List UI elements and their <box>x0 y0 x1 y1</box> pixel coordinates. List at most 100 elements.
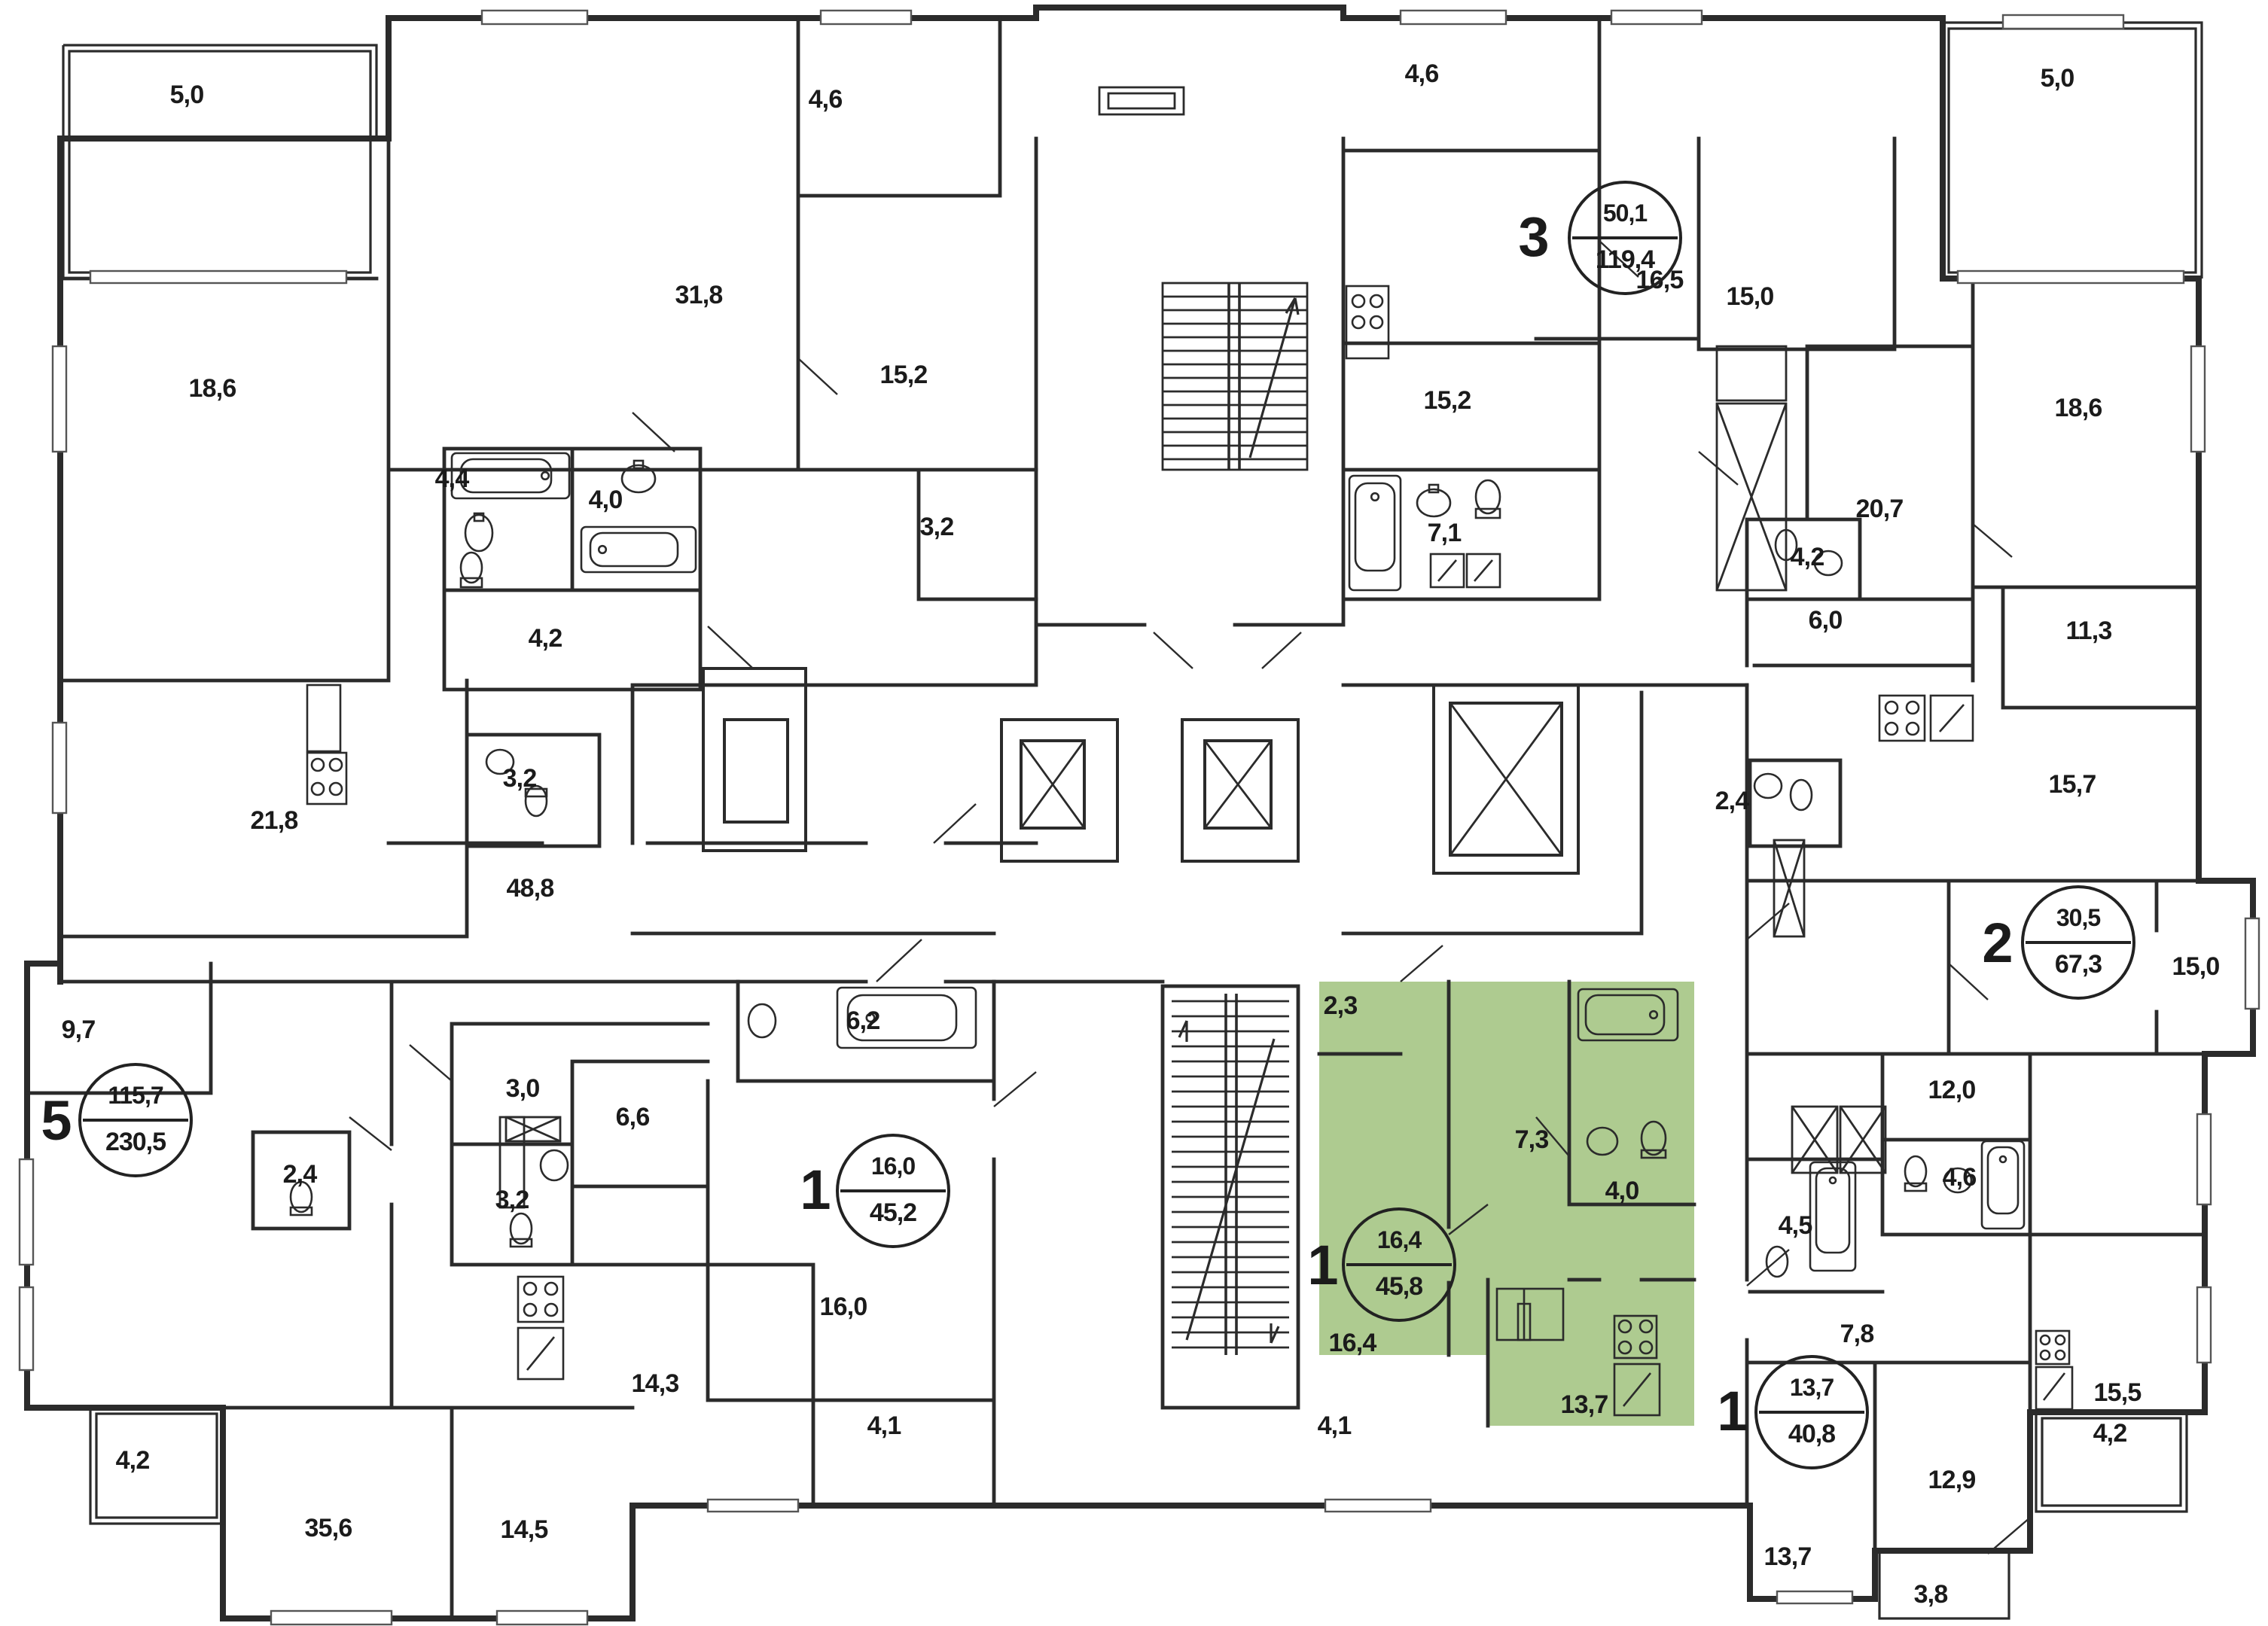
apartment-number: 3 <box>1518 206 1549 268</box>
apartment-area-circle: 50,1 119,4 <box>1568 181 1682 295</box>
apartment-living-area: 16,4 <box>1376 1229 1422 1254</box>
fridge-icon <box>2035 1366 2074 1411</box>
room-area-label: 15,5 <box>2093 1378 2142 1407</box>
fridge-icon <box>1929 694 1974 742</box>
stairwell-top <box>1098 86 1309 471</box>
stove-icon <box>1345 285 1390 360</box>
room-area-label: 12,0 <box>1928 1076 1977 1104</box>
room-area-label: 3,2 <box>495 1186 530 1214</box>
stove-icon <box>517 1275 565 1323</box>
room-area-label: 2,4 <box>282 1160 318 1189</box>
stairwell-bottom <box>1172 994 1289 1355</box>
room-area-label: 5,0 <box>169 81 205 109</box>
apartment-total-area: 119,4 <box>1595 245 1655 274</box>
sink-icon <box>1943 1167 1973 1194</box>
sink-icon <box>620 459 657 494</box>
toilet-icon <box>459 551 483 589</box>
window-marks <box>18 9 2260 1626</box>
kitchen-cabinet <box>1495 1287 1565 1341</box>
apartment-total-area: 45,2 <box>869 1198 917 1227</box>
elevator-freight <box>1432 684 1580 875</box>
room-area-label: 5,0 <box>2040 64 2075 93</box>
utility-box <box>1429 553 1465 589</box>
apartment-living-area: 13,7 <box>1789 1376 1834 1402</box>
apartment-total-area: 45,8 <box>1375 1272 1423 1301</box>
bathtub-icon <box>836 986 977 1049</box>
toilet-icon <box>1765 1245 1789 1278</box>
room-area-label: 13,7 <box>1763 1542 1812 1571</box>
toilet-icon <box>1904 1155 1928 1192</box>
room-area-label: 15,2 <box>1423 386 1472 415</box>
apartment-living-area: 50,1 <box>1602 202 1648 227</box>
room-area-label: 4,6 <box>1942 1163 1977 1192</box>
room-area-label: 6,0 <box>1808 606 1843 635</box>
room-area-label: 7,1 <box>1427 519 1462 547</box>
sink-icon <box>1416 483 1452 518</box>
room-area-label: 4,2 <box>2093 1419 2128 1448</box>
room-area-label: 4,2 <box>1790 543 1825 571</box>
room-area-label: 16,4 <box>1328 1329 1377 1357</box>
sink-icon <box>539 1149 569 1182</box>
room-area-label: 3,2 <box>502 764 538 793</box>
apartment-area-circle: 16,0 45,2 <box>836 1134 950 1248</box>
room-area-label: 7,3 <box>1514 1125 1550 1154</box>
room-area-label: 15,7 <box>2048 770 2097 799</box>
toilet-icon <box>509 1212 533 1248</box>
apartment-total-area: 230,5 <box>105 1128 166 1156</box>
room-area-label: 14,5 <box>500 1515 549 1544</box>
utility-box <box>1465 553 1501 589</box>
bathtub-icon <box>1809 1161 1857 1272</box>
room-area-label: 13,7 <box>1560 1390 1609 1419</box>
room-area-label: 14,3 <box>631 1369 680 1398</box>
stove-icon <box>1613 1314 1658 1360</box>
room-area-label: 6,2 <box>846 1006 881 1035</box>
room-area-label: 4,1 <box>867 1411 902 1440</box>
apartment-living-area: 30,5 <box>2056 906 2101 932</box>
room-area-label: 7,8 <box>1840 1320 1875 1348</box>
room-area-label: 4,6 <box>1404 59 1440 88</box>
apartment-area-circle: 30,5 67,3 <box>2021 885 2135 1000</box>
room-area-label: 4,0 <box>1605 1177 1640 1205</box>
apartment-area-circle: 16,4 45,8 <box>1342 1207 1456 1322</box>
shafts-and-closets <box>498 345 1887 1209</box>
room-area-label: 4,4 <box>434 464 470 493</box>
apartment-total-area: 67,3 <box>2054 950 2102 979</box>
sink-icon <box>1586 1126 1619 1156</box>
room-area-label: 3,0 <box>505 1074 541 1103</box>
room-area-label: 31,8 <box>675 281 724 309</box>
fridge-icon <box>517 1326 565 1381</box>
sink-icon <box>464 512 494 553</box>
room-area-label: 18,6 <box>188 374 237 403</box>
room-area-label: 15,0 <box>2172 952 2221 981</box>
bathtub-icon <box>1577 988 1679 1042</box>
elevator-bank <box>702 667 1580 875</box>
room-area-label: 4,1 <box>1317 1411 1352 1440</box>
stove-icon <box>2035 1329 2071 1366</box>
room-area-label: 18,6 <box>2054 394 2103 422</box>
closet <box>498 1116 526 1209</box>
stove-icon <box>1878 694 1926 742</box>
apartment-living-area: 16,0 <box>870 1155 916 1180</box>
sink-icon <box>485 748 515 775</box>
bathtub-icon <box>1348 474 1402 592</box>
sink-icon <box>1813 550 1843 577</box>
apartment-number: 1 <box>800 1159 831 1221</box>
fridge-icon <box>1613 1363 1661 1417</box>
room-area-label: 9,7 <box>61 1015 96 1044</box>
service-shaft <box>702 667 807 852</box>
room-area-label: 15,2 <box>879 361 928 389</box>
room-area-label: 2,3 <box>1323 991 1358 1020</box>
fixtures <box>289 285 2074 1417</box>
room-area-label: 16,0 <box>819 1293 868 1321</box>
toilet-icon <box>289 1180 313 1216</box>
stove-icon <box>306 684 348 805</box>
sink-icon <box>747 1003 777 1039</box>
room-area-label: 21,8 <box>250 806 299 835</box>
toilet-icon <box>1789 778 1813 811</box>
apartment-number: 1 <box>1717 1381 1748 1442</box>
room-area-label: 4,5 <box>1778 1211 1813 1240</box>
